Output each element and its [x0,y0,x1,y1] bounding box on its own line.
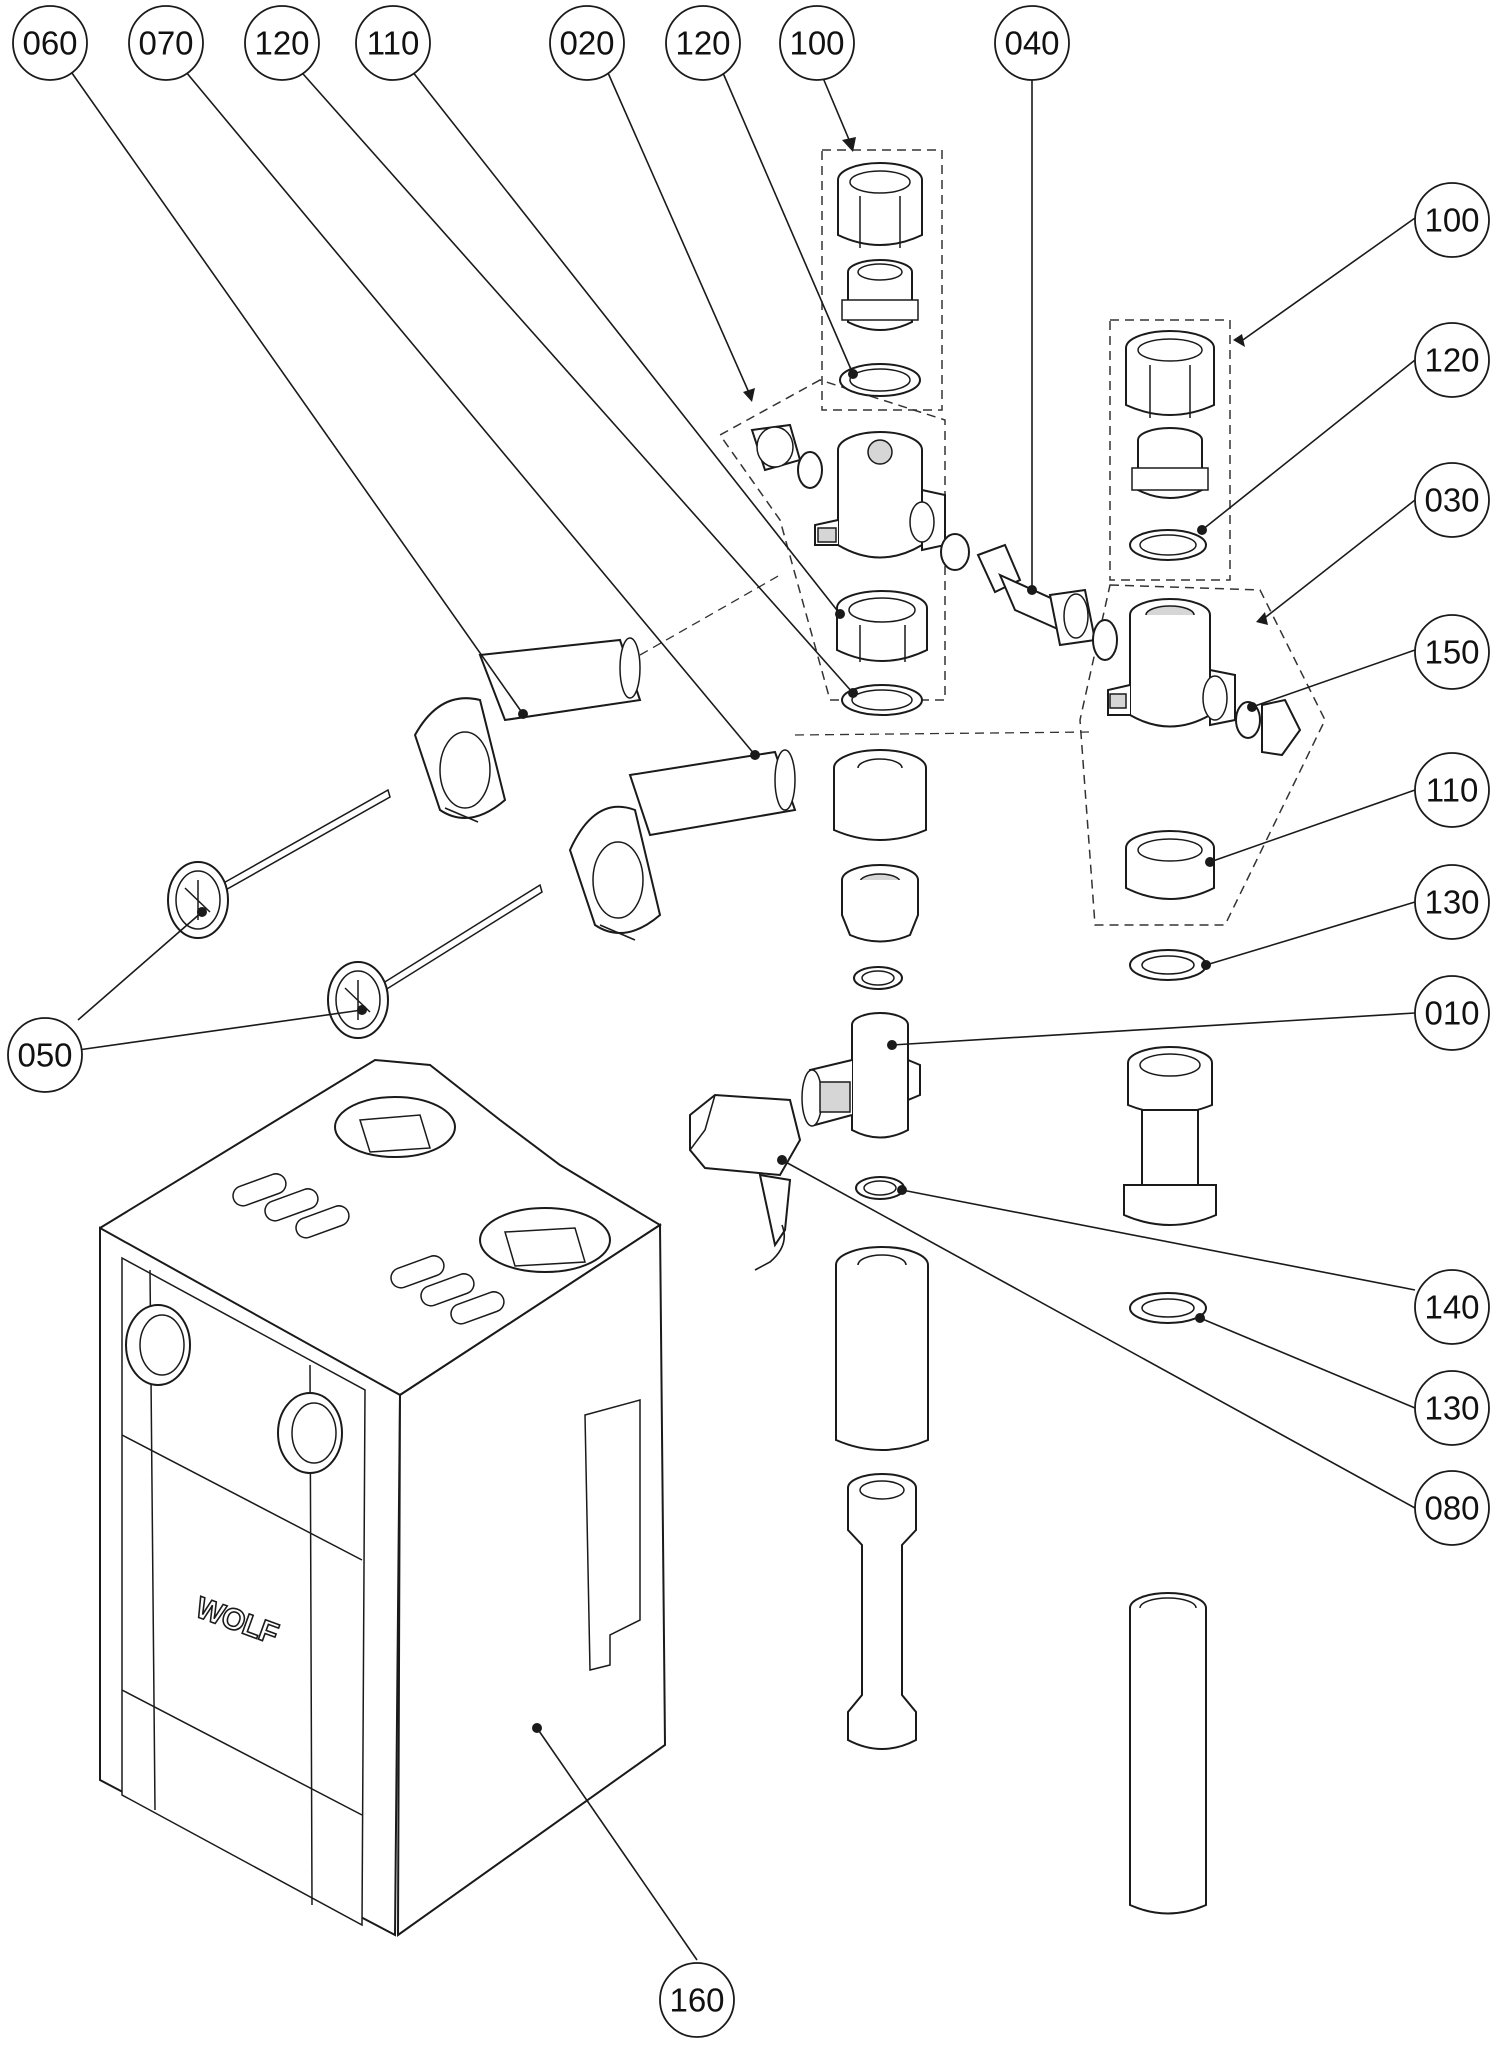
callout-label: 100 [1424,202,1479,239]
part-right-pipe-with-nuts [1123,1046,1217,1226]
callout-080-right: 080 [1414,1470,1490,1546]
callout-label: 050 [17,1037,72,1074]
callout-150-right: 150 [1414,614,1490,690]
callout-label: 120 [675,25,730,62]
callout-110-top: 110 [355,5,431,81]
part-050-thermometer-lower [327,883,543,1039]
callout-100-right: 100 [1414,182,1490,258]
part-110-nut-right [1125,830,1215,900]
callout-label: 110 [367,25,420,62]
part-080-actuator [689,1093,802,1271]
part-center-small-gasket [853,966,903,990]
callout-label: 060 [22,25,77,62]
callout-label: 130 [1424,884,1479,921]
part-120-gasket-top [841,684,923,716]
part-center-nut [841,864,919,943]
callout-label: 100 [789,25,844,62]
group-100-right-outline [1109,319,1231,581]
part-160-insulation-housing: WOLF [99,1058,667,1937]
callout-110-right: 110 [1414,752,1490,828]
callout-120-right: 120 [1414,322,1490,398]
callout-030-right: 030 [1414,462,1490,538]
part-100-top [837,162,923,331]
part-100-right [1125,330,1215,499]
part-140-gasket [855,1176,905,1200]
callout-070-top: 070 [128,5,204,81]
callout-label: 150 [1424,634,1479,671]
callout-010-right: 010 [1414,975,1490,1051]
part-020-valve [750,423,970,571]
part-150-cap [1261,698,1302,757]
callout-120-top-b: 120 [665,5,741,81]
group-100-top-outline [821,149,943,411]
callout-label: 040 [1004,25,1059,62]
housing-slots-left [232,1173,350,1239]
callout-label: 130 [1424,1390,1479,1427]
part-030-valve [1107,598,1236,728]
callout-label: 120 [254,25,309,62]
callout-130-right-a: 130 [1414,864,1490,940]
callout-130-right-b: 130 [1414,1370,1490,1446]
dash-sensor-upper [639,574,781,656]
callout-label: 010 [1424,995,1479,1032]
callout-140-right: 140 [1414,1269,1490,1345]
callout-label: 030 [1424,482,1479,519]
callout-060-top: 060 [12,5,88,81]
callout-label: 120 [1424,342,1479,379]
callout-label: 020 [559,25,614,62]
callout-label: 070 [138,25,193,62]
callout-label: 140 [1424,1289,1479,1326]
group-030-outline [1079,584,1326,926]
part-120-top-gasket [839,363,921,397]
part-120-right-gasket [1129,529,1207,561]
part-130-gasket-lower [1129,1292,1207,1324]
part-130-gasket-upper [1129,949,1207,981]
part-right-insulation-tube [1129,1592,1207,1915]
part-center-insulation-tube [835,1246,929,1451]
part-110-nut-top [836,590,928,662]
part-070-sensor-sleeve [568,749,797,941]
leader-lines [66,65,1416,1961]
callout-100-top: 100 [779,5,855,81]
part-040-union [976,543,1118,661]
callout-120-top-a: 120 [244,5,320,81]
callout-040-top: 040 [994,5,1070,81]
housing-slots-right [390,1255,505,1325]
callout-label: 110 [1426,772,1479,809]
callout-020-top: 020 [549,5,625,81]
part-050-thermometer-upper [167,788,391,939]
dash-sensor-lower [794,731,1091,736]
callout-050-left: 050 [7,1017,83,1093]
callout-label: 080 [1424,1490,1479,1527]
callout-label: 160 [669,1982,724,2019]
part-center-insulation-sleeve [833,749,927,841]
group-020-outline [718,379,946,701]
part-060-sensor-sleeve [413,637,642,823]
callout-160-bottom: 160 [659,1962,735,2038]
part-center-pipe [847,1473,917,1750]
part-010-three-way-valve [801,1012,921,1139]
